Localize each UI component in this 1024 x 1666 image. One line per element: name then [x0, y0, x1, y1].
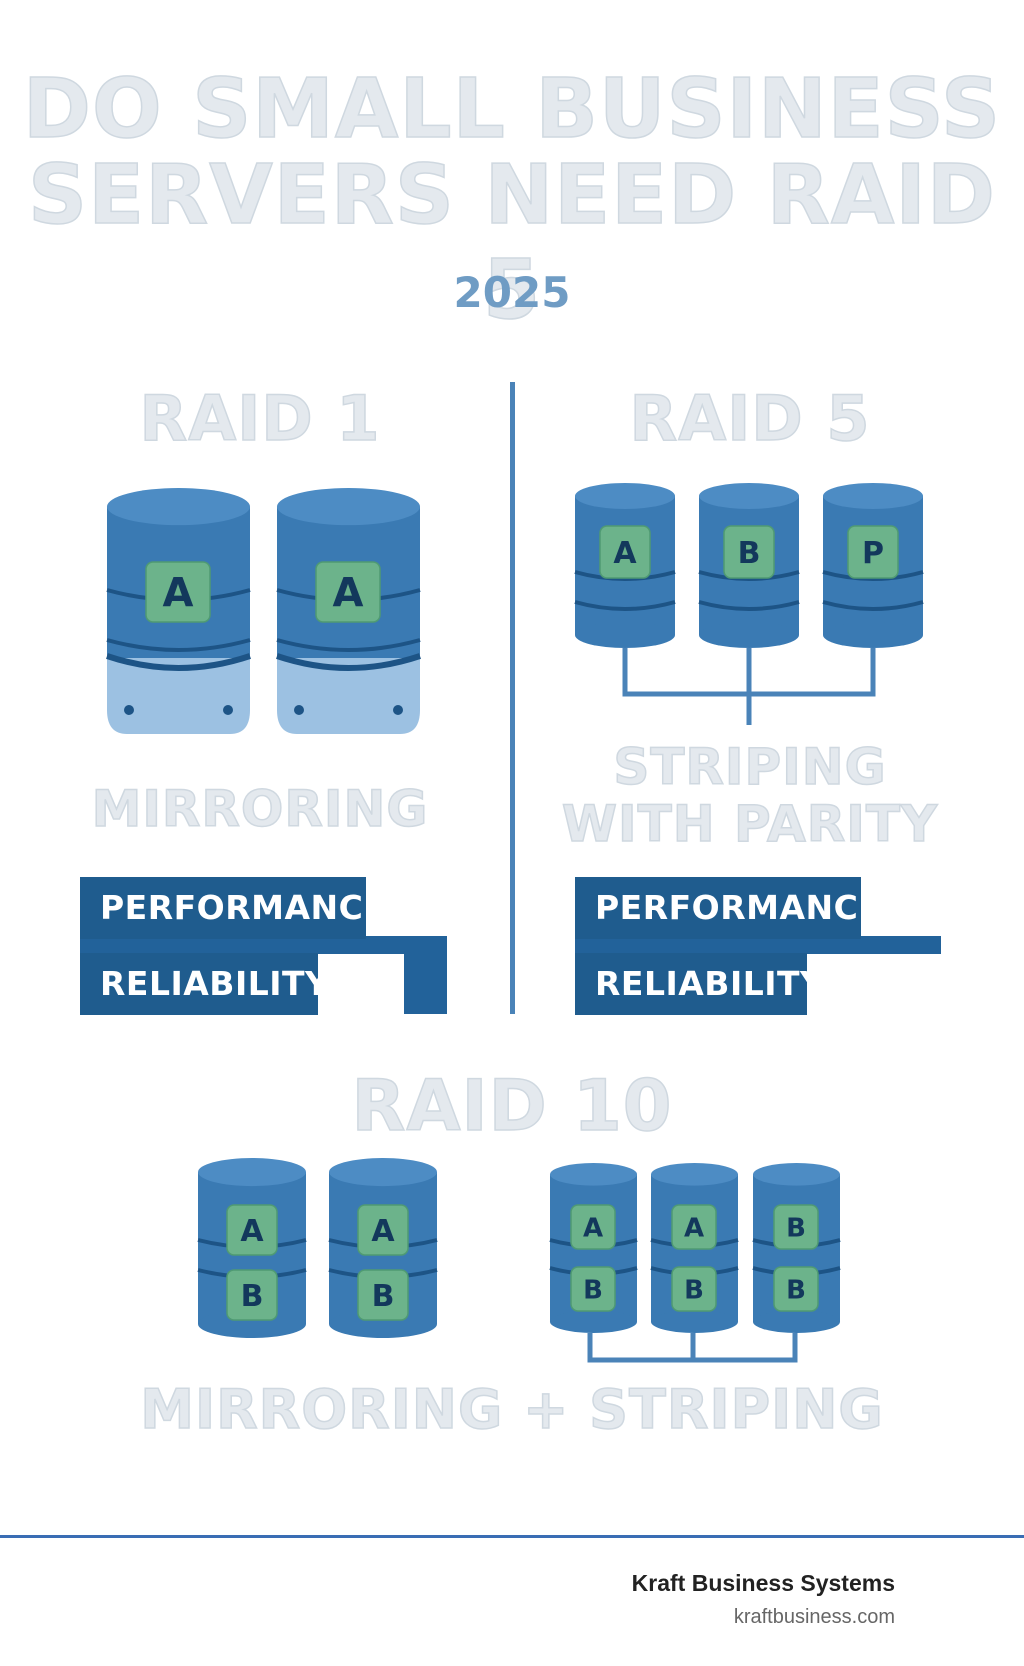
raid5-bar-band	[575, 936, 941, 954]
footer-rule	[0, 1535, 1024, 1538]
raid5-connector	[622, 648, 876, 725]
raid1-disk-1-label-letter: A	[163, 570, 194, 616]
brand-url: kraftbusiness.com	[733, 1606, 895, 1628]
raid10-caption: MIRRORING + STRIPING	[139, 1377, 884, 1442]
raid1-disk-2-label-letter: A	[333, 570, 364, 616]
raid10-right-disk-2: AB	[650, 1163, 739, 1333]
raid1-disk-2: A	[276, 488, 421, 734]
raid10-left-disk-1: AB	[197, 1158, 307, 1338]
raid5-caption-line-2: WITH PARITY	[561, 794, 939, 854]
raid5-disk-3-label-box	[847, 525, 899, 579]
title-line-2: SERVERS NEED RAID 5	[27, 147, 996, 339]
raid10-right-disk-3: BB	[752, 1163, 841, 1333]
raid5-disk-1: A	[574, 483, 676, 648]
raid10-title: RAID 10	[351, 1064, 673, 1148]
raid5-performance-bar: PERFORMANCE	[575, 877, 881, 939]
title-line-1: DO SMALL BUSINESS	[22, 61, 1002, 158]
brand-name: Kraft Business Systems	[631, 1570, 895, 1596]
raid5-disk-2: B	[698, 483, 800, 648]
raid10-right-disk-3-top-letter: B	[786, 1213, 806, 1243]
raid10-left-disk-1-bottom-letter: B	[241, 1279, 264, 1314]
raid10-right-disk-3-bottom-box	[773, 1266, 819, 1312]
raid5-title: RAID 5	[629, 381, 871, 456]
raid5-disk-1-label-letter: A	[613, 536, 637, 571]
raid5-caption-line-1: STRIPING	[613, 737, 887, 797]
raid5-disk-1-label-box	[599, 525, 651, 579]
raid5-disk-2-label-box	[723, 525, 775, 579]
raid1-caption: MIRRORING	[91, 779, 429, 839]
raid10-right-disk-1-top-letter: A	[583, 1213, 603, 1243]
raid1-bar-tail	[404, 936, 447, 1014]
raid10-left-disk-2-top-box	[357, 1204, 409, 1256]
raid10-left-disk-2: AB	[328, 1158, 438, 1338]
raid10-left-disk-2-bottom-box	[357, 1269, 409, 1321]
raid1-reliability-bar: RELIABILITY	[80, 953, 329, 1015]
raid5-disk-2-label-letter: B	[738, 536, 761, 571]
raid10-right-disk-2-bottom-box	[671, 1266, 717, 1312]
raid1-disk-1-label-box	[145, 561, 211, 623]
raid10-right-disk-2-top-letter: A	[684, 1213, 704, 1243]
raid10-left-disk-1-top-letter: A	[240, 1214, 264, 1249]
raid10-right-disk-2-bottom-letter: B	[684, 1275, 704, 1305]
raid10-left-disk-2-top-letter: A	[371, 1214, 395, 1249]
raid10-right-disk-1-bottom-box	[570, 1266, 616, 1312]
raid10-right-disk-2-top-box	[671, 1204, 717, 1250]
raid1-title: RAID 1	[139, 381, 381, 456]
column-divider	[510, 382, 515, 1014]
raid1-disk-2-label-box	[315, 561, 381, 623]
raid10-right-disk-1-top-box	[570, 1204, 616, 1250]
raid5-disk-3: P	[822, 483, 924, 648]
raid10-left-disk-1-top-box	[226, 1204, 278, 1256]
raid10-left-disk-1-bottom-box	[226, 1269, 278, 1321]
raid10-right-disk-1: AB	[549, 1163, 638, 1333]
raid10-right-disk-3-top-box	[773, 1204, 819, 1250]
raid5-reliability-bar: RELIABILITY	[575, 953, 824, 1015]
year-label: 2025	[453, 268, 571, 317]
raid1-bar-band	[80, 936, 447, 954]
raid10-left-disk-2-bottom-letter: B	[372, 1279, 395, 1314]
raid10-right-disk-3-bottom-letter: B	[786, 1275, 806, 1305]
raid5-disk-3-label-letter: P	[862, 536, 884, 571]
raid10-connector	[587, 1333, 798, 1363]
raid10-right-disk-1-bottom-letter: B	[583, 1275, 603, 1305]
raid1-disk-1: A	[106, 488, 251, 734]
raid1-performance-bar: PERFORMANCE	[80, 877, 386, 939]
